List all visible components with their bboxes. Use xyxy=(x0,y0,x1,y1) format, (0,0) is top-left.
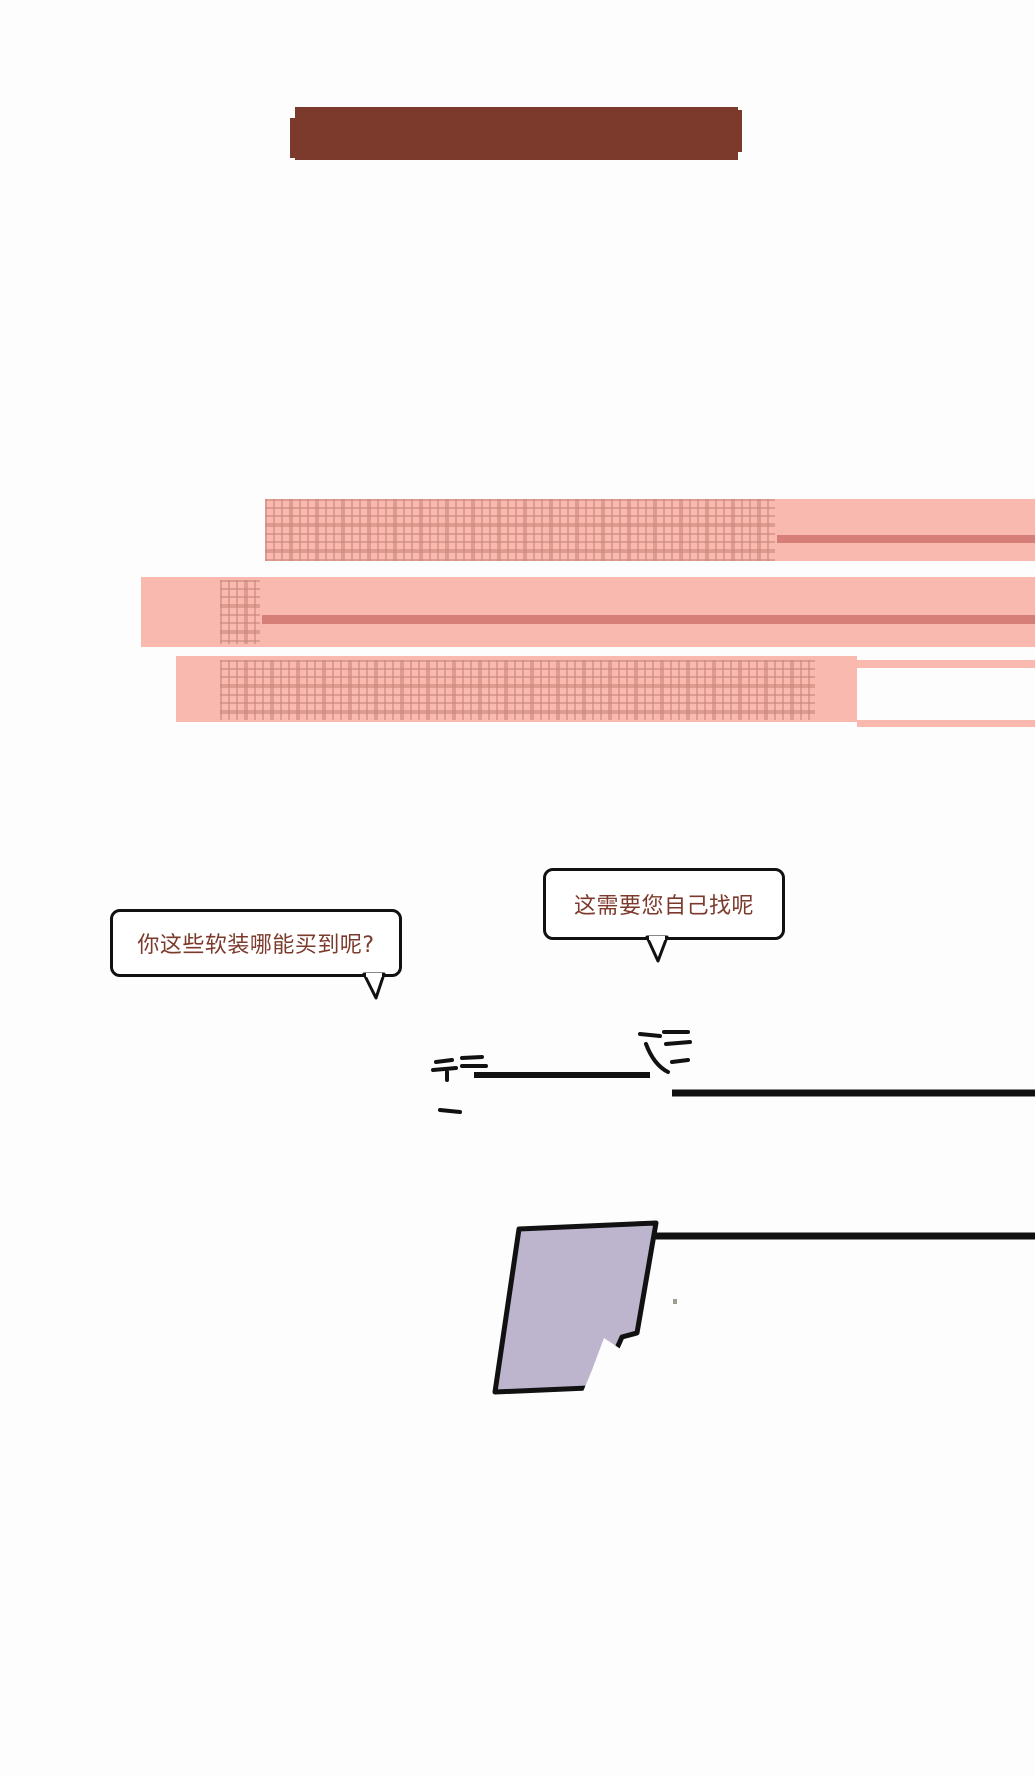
highlight-bar-2-grid xyxy=(220,580,260,644)
tilted-card xyxy=(492,1220,659,1395)
highlight-bar-3-tail xyxy=(857,660,1035,668)
scribble-marks-right xyxy=(638,1030,692,1074)
speck xyxy=(673,1299,677,1304)
speech-bubble-right-text: 这需要您自己找呢 xyxy=(573,894,754,919)
speech-bubble-left-text: 你这些软装哪能买到呢? xyxy=(137,933,375,958)
highlight-bar-1 xyxy=(265,499,1035,561)
highlight-bar-3-tail-bottom xyxy=(857,720,1035,727)
title-band xyxy=(295,107,738,160)
highlight-bar-3 xyxy=(176,656,857,722)
scribble-marks-left xyxy=(431,1055,488,1114)
title-band-edge-right xyxy=(728,110,742,152)
speech-bubble-right: 这需要您自己找呢 xyxy=(543,868,785,940)
highlight-bar-1-grid xyxy=(265,499,775,561)
highlight-bar-2-underline xyxy=(262,615,1035,624)
highlight-bar-1-underline xyxy=(777,535,1035,543)
tilted-card-break xyxy=(582,1338,634,1394)
highlight-bar-2 xyxy=(141,577,1035,647)
speech-bubble-left: 你这些软装哪能买到呢? xyxy=(110,909,402,977)
highlight-bar-3-grid xyxy=(220,660,815,720)
